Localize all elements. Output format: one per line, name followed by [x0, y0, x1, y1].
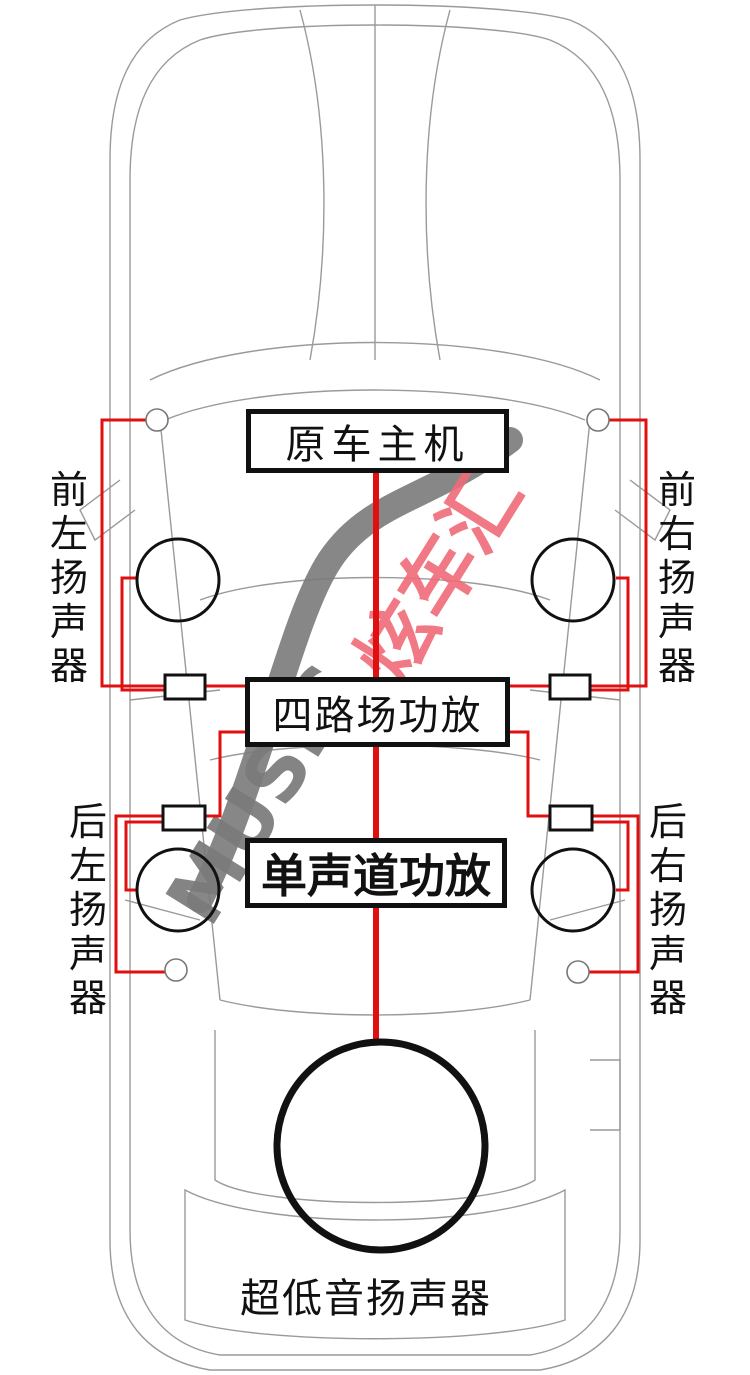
front-right-tweeter	[586, 408, 610, 432]
front-left-tweeter	[145, 408, 169, 432]
rear-left-tweeter	[164, 958, 188, 982]
rear-right-speaker-label: 后右扬声器	[648, 800, 687, 1020]
crossover-rear-right	[548, 804, 594, 832]
mono-amp-label: 单声道功放	[261, 849, 491, 903]
four-channel-amp-box: 四路场功放	[245, 677, 510, 747]
head-unit-box: 原车主机	[246, 409, 509, 473]
front-left-speaker-label: 前左扬声器	[49, 468, 88, 688]
crossover-rear-left	[161, 804, 207, 832]
subwoofer-label: 超低音扬声器	[240, 1276, 492, 1322]
front-right-speaker-label: 前右扬声器	[657, 468, 696, 688]
rear-left-speaker-label: 后左扬声器	[68, 800, 107, 1020]
rear-right-speaker	[530, 847, 616, 933]
head-unit-label: 原车主机	[285, 422, 470, 468]
four-channel-amp-label: 四路场功放	[272, 693, 483, 739]
rear-left-speaker	[135, 847, 221, 933]
subwoofer	[273, 1038, 489, 1254]
mono-amp-box: 单声道功放	[245, 838, 507, 908]
crossover-front-right	[548, 673, 592, 701]
rear-right-tweeter	[566, 960, 590, 984]
crossover-front-left	[163, 673, 207, 701]
front-right-speaker	[530, 537, 616, 623]
front-left-speaker	[135, 537, 221, 623]
